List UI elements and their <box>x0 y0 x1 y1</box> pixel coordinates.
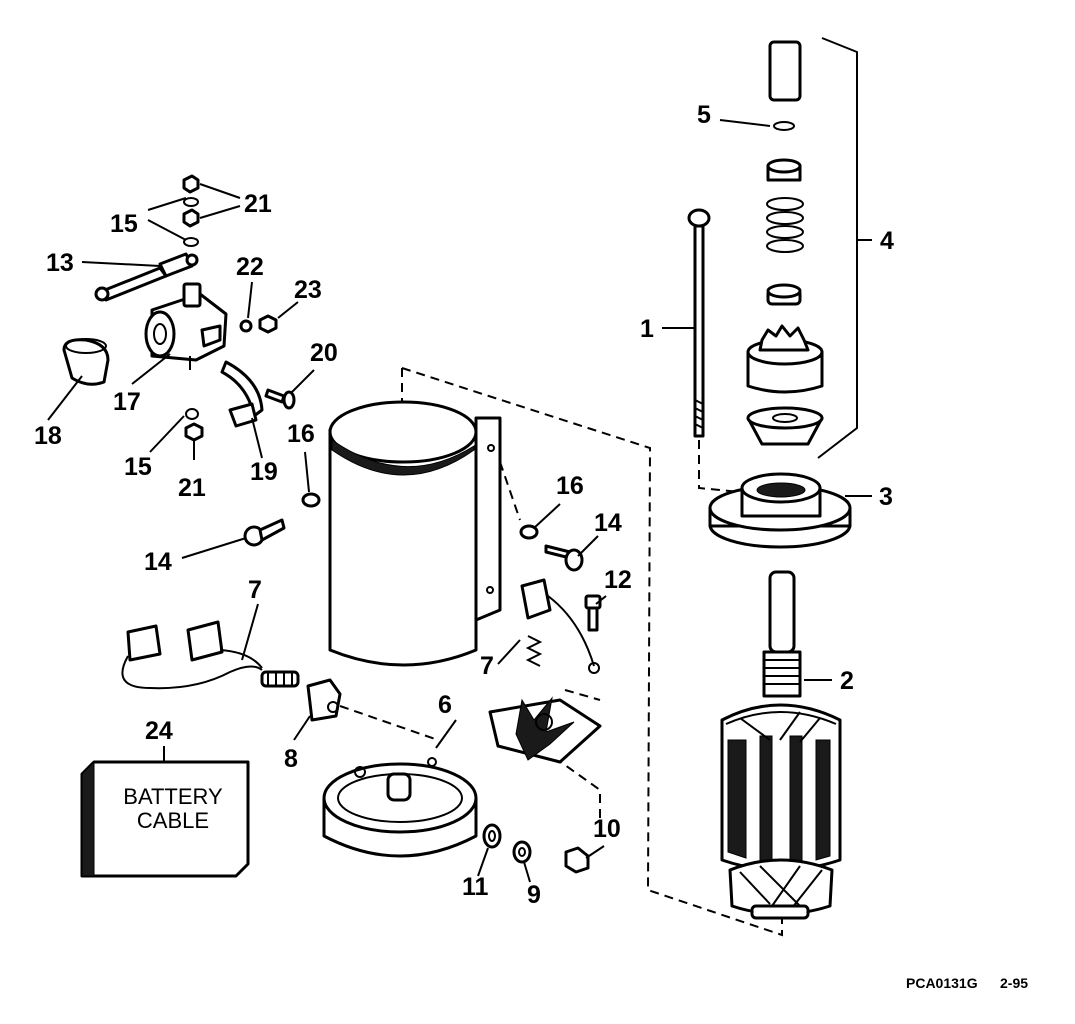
washer-16-right <box>519 524 539 540</box>
callout-12: 12 <box>604 566 632 594</box>
callout-24: 24 <box>145 717 173 745</box>
drive-collar <box>766 158 802 182</box>
figure-id: PCA0131G <box>906 975 978 991</box>
callout-23: 23 <box>294 276 322 304</box>
callout-13: 13 <box>46 249 74 277</box>
drive-end-cap <box>708 472 852 549</box>
callout-21-lower: 21 <box>178 474 206 502</box>
callout-3: 3 <box>879 483 893 511</box>
callout-5: 5 <box>697 101 711 129</box>
brush-holder <box>306 678 342 722</box>
lower-nut-washer <box>184 408 204 442</box>
drive-assembly-bracket <box>817 37 858 459</box>
callout-11: 11 <box>462 873 489 901</box>
drive-cap <box>768 40 802 102</box>
washer-22 <box>239 319 253 333</box>
motor-frame <box>328 400 502 667</box>
battery-cable-box: BATTERY CABLE <box>80 760 250 878</box>
callout-7-lower: 7 <box>480 652 494 680</box>
callout-16-left: 16 <box>287 420 315 448</box>
callout-14-right: 14 <box>594 509 622 537</box>
brush-set-with-terminal <box>121 620 300 690</box>
solenoid <box>144 282 228 370</box>
washer-11 <box>482 823 502 849</box>
boot-18 <box>62 338 110 386</box>
callout-16-right: 16 <box>556 472 584 500</box>
drive-spring <box>766 197 804 253</box>
callout-7-upper: 7 <box>248 576 262 604</box>
brush-plate-dashed-guide <box>339 461 601 838</box>
callout-15-lower: 15 <box>124 453 152 481</box>
pinion-gear <box>746 324 824 394</box>
figure-date: 2-95 <box>1000 975 1028 991</box>
callout-22: 22 <box>236 253 264 281</box>
callout-19: 19 <box>250 458 278 486</box>
battery-cable-line2: CABLE <box>137 808 209 833</box>
brush-with-lead <box>520 578 600 674</box>
callout-21-upper: 21 <box>244 190 272 218</box>
solenoid-hardware-stack <box>182 174 200 247</box>
mounting-strap-19 <box>220 360 264 428</box>
screw-14-right <box>544 544 584 572</box>
callout-15-upper: 15 <box>110 210 138 238</box>
callout-9: 9 <box>527 881 541 909</box>
screw-14-left <box>243 518 286 547</box>
callout-10: 10 <box>593 815 621 843</box>
commutator-end-cap <box>322 757 478 858</box>
battery-cable-line1: BATTERY <box>123 784 223 809</box>
screw-20 <box>264 388 296 410</box>
terminal-bolt-13 <box>94 252 199 302</box>
callout-18: 18 <box>34 422 62 450</box>
callout-6: 6 <box>438 691 452 719</box>
brush-plate <box>488 696 602 764</box>
callout-1: 1 <box>640 315 654 343</box>
callout-17: 17 <box>113 388 141 416</box>
thru-bolt-dashed-guide <box>698 440 741 493</box>
callout-2: 2 <box>840 667 854 695</box>
thru-bolt <box>687 208 711 438</box>
washer-9 <box>512 840 532 864</box>
nut-23 <box>258 314 278 334</box>
nut-10 <box>564 846 590 874</box>
drive-hub <box>746 406 824 446</box>
armature <box>720 570 842 920</box>
callout-14-left: 14 <box>144 548 172 576</box>
leader-lines <box>47 119 872 883</box>
brush-springs <box>525 635 543 667</box>
brush-screw <box>584 594 602 632</box>
washer-16-left <box>301 492 321 508</box>
spring-cup <box>766 283 802 306</box>
callout-20: 20 <box>310 339 338 367</box>
callout-8: 8 <box>284 745 298 773</box>
retaining-ring <box>773 121 795 131</box>
callout-labels: 1 2 3 4 5 6 7 7 8 9 10 11 12 13 14 14 15… <box>34 101 894 909</box>
callout-4: 4 <box>880 227 894 255</box>
